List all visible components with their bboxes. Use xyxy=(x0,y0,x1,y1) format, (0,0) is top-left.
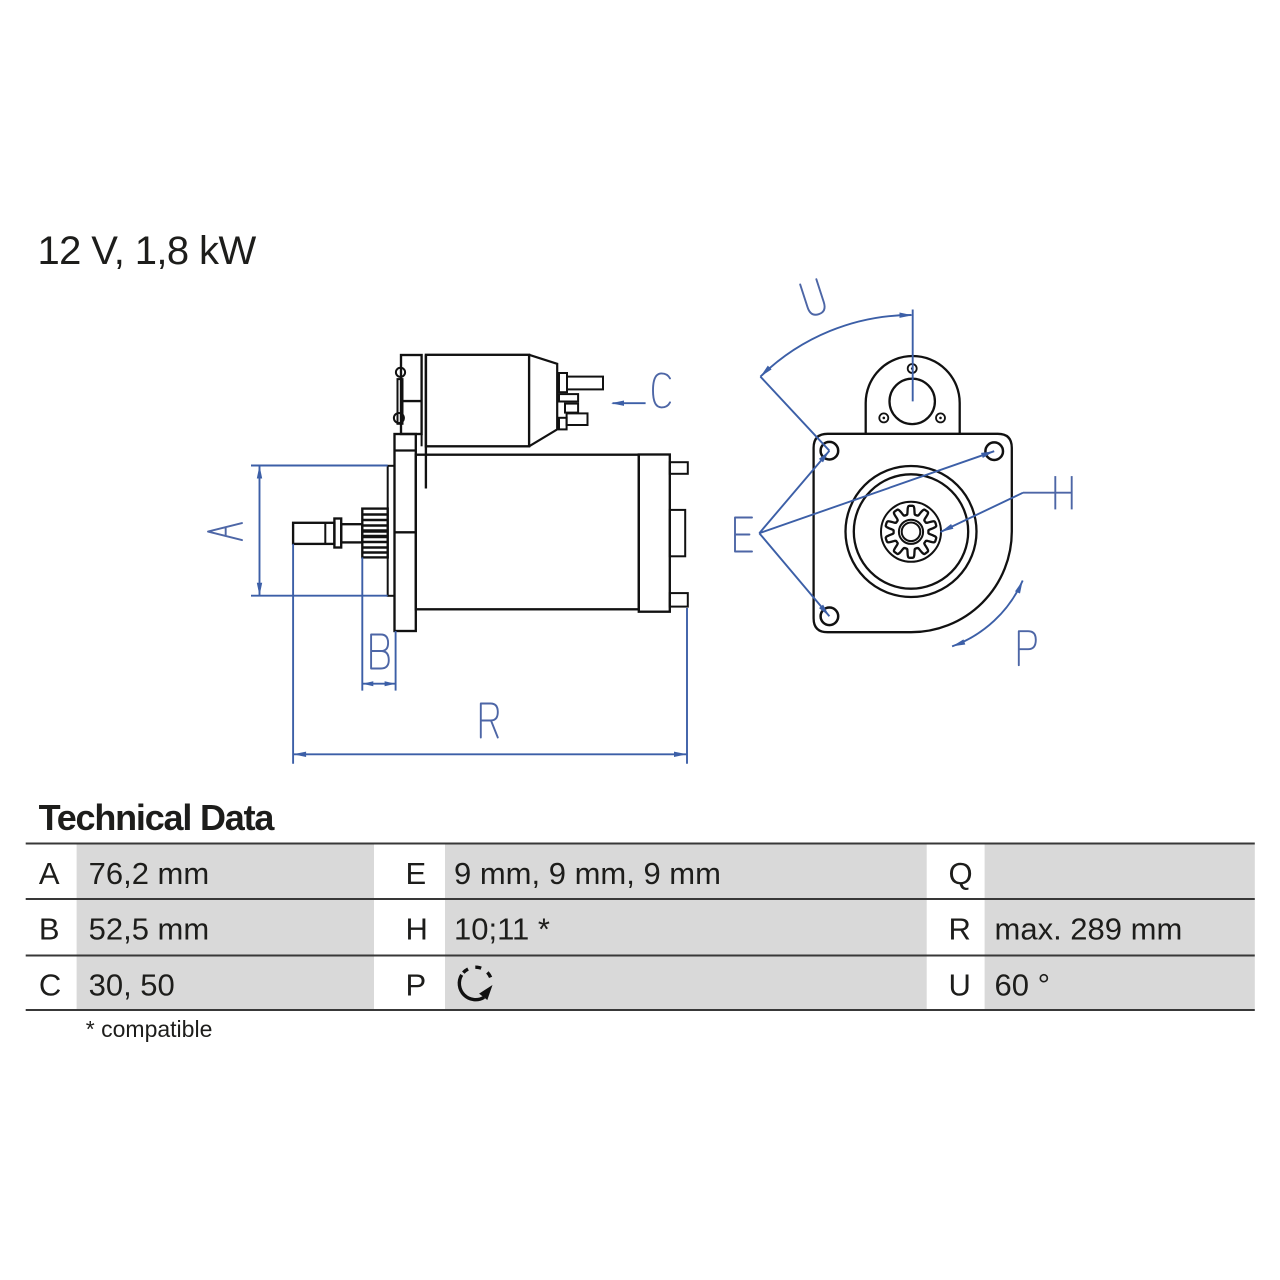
svg-text:max. 289 mm: max. 289 mm xyxy=(995,912,1183,947)
svg-text:H: H xyxy=(406,912,428,947)
svg-text:R: R xyxy=(949,912,971,947)
svg-text:A: A xyxy=(39,856,60,891)
svg-text:30, 50: 30, 50 xyxy=(89,967,175,1002)
svg-text:* compatible: * compatible xyxy=(86,1016,213,1042)
svg-text:76,2 mm: 76,2 mm xyxy=(89,856,210,891)
svg-text:12 V, 1,8 kW: 12 V, 1,8 kW xyxy=(38,229,257,273)
svg-text:P: P xyxy=(406,967,427,1002)
svg-text:B: B xyxy=(39,912,60,947)
svg-text:52,5 mm: 52,5 mm xyxy=(89,912,210,947)
svg-text:10;11 *: 10;11 * xyxy=(454,912,550,947)
svg-text:9 mm, 9 mm, 9 mm: 9 mm, 9 mm, 9 mm xyxy=(454,856,721,891)
svg-text:E: E xyxy=(406,856,427,891)
svg-text:Q: Q xyxy=(949,856,973,891)
svg-text:C: C xyxy=(39,967,61,1002)
svg-text:U: U xyxy=(949,967,971,1002)
svg-text:60 °: 60 ° xyxy=(995,967,1051,1002)
svg-text:Technical Data: Technical Data xyxy=(39,797,276,838)
